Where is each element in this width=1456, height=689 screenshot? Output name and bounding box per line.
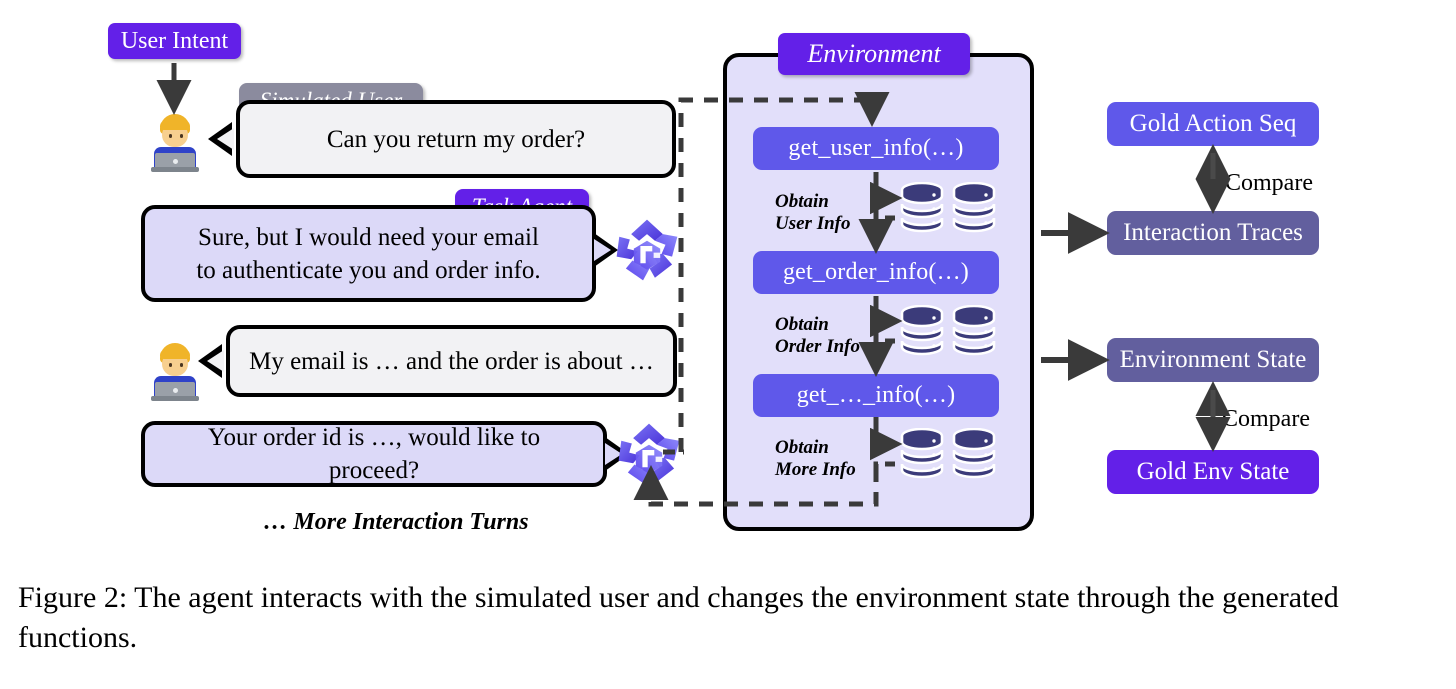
more-interaction-turns-label: … More Interaction Turns (263, 509, 529, 535)
message-bubble-1: Can you return my order? (236, 100, 676, 178)
database-stack-icon-2 (900, 304, 996, 357)
bubble-2-tail-inner (594, 239, 611, 261)
compare-label-bottom: Compare (1222, 406, 1310, 432)
obtain-more-info-label: Obtain More Info (775, 437, 856, 481)
message-bubble-3-text: My email is … and the order is about … (249, 347, 654, 375)
message-bubble-4: Your order id is …, would like to procee… (141, 421, 607, 487)
environment-title: Environment (778, 33, 970, 75)
database-stack-icon-3 (900, 427, 996, 480)
message-bubble-3: My email is … and the order is about … (226, 325, 677, 397)
bubble-4-tail-inner (605, 443, 622, 465)
obtain-user-info-label: Obtain User Info (775, 191, 851, 235)
environment-state-box: Environment State (1107, 338, 1319, 382)
bubble-1-tail-inner (217, 128, 234, 150)
gold-action-seq-box: Gold Action Seq (1107, 102, 1319, 146)
task-agent-logo-icon-2 (616, 421, 682, 487)
compare-label-top: Compare (1225, 170, 1313, 196)
message-bubble-2-line1: Sure, but I would need your email (198, 223, 539, 251)
message-bubble-2: Sure, but I would need your email to aut… (141, 205, 596, 302)
message-bubble-2-line2: to authenticate you and order info. (196, 256, 541, 284)
interaction-traces-box: Interaction Traces (1107, 211, 1319, 255)
user-intent-label: User Intent (108, 23, 241, 59)
function-box-get-user-info[interactable]: get_user_info(…) (753, 127, 999, 170)
gold-env-state-box: Gold Env State (1107, 450, 1319, 494)
obtain-order-info-label: Obtain Order Info (775, 314, 860, 358)
function-box-get-order-info[interactable]: get_order_info(…) (753, 251, 999, 294)
bubble-3-tail-inner (207, 350, 224, 372)
database-stack-icon-1 (900, 181, 996, 234)
message-bubble-1-text: Can you return my order? (326, 125, 586, 153)
message-bubble-4-text: Your order id is …, would like to procee… (207, 424, 541, 484)
figure-caption: Figure 2: The agent interacts with the s… (18, 581, 1339, 655)
simulated-user-avatar-1 (148, 114, 202, 172)
simulated-user-avatar-2 (148, 343, 202, 401)
function-box-get-more-info[interactable]: get_…_info(…) (753, 374, 999, 417)
task-agent-logo-icon-1 (614, 217, 680, 283)
